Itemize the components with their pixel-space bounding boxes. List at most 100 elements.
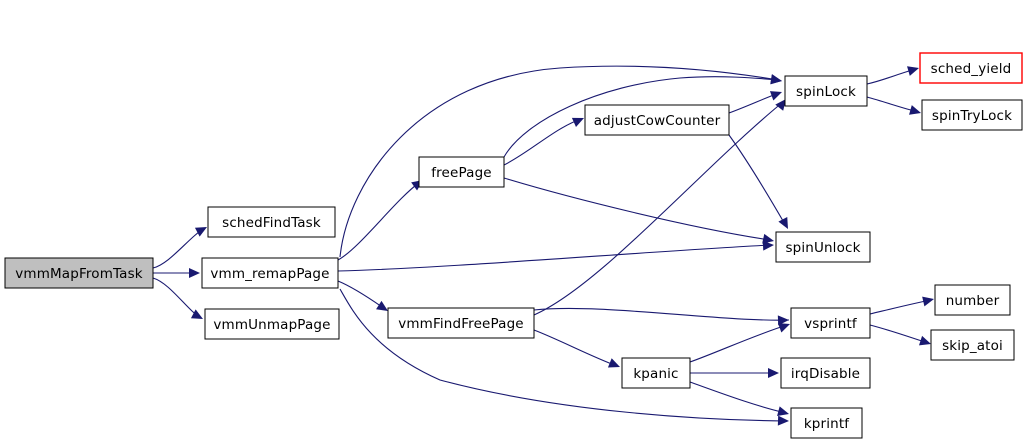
- node-label: irqDisable: [791, 366, 860, 382]
- arrow-head-icon: [769, 91, 782, 101]
- node-label: freePage: [431, 165, 492, 181]
- edge-kpanic-to-kprintf: [689, 381, 789, 416]
- node-kpanic[interactable]: kpanic: [621, 357, 691, 389]
- node-box[interactable]: [584, 104, 730, 136]
- edge-line: [503, 76, 779, 158]
- node-box[interactable]: [780, 357, 871, 389]
- node-label: skip_atoi: [942, 338, 1003, 354]
- node-box[interactable]: [621, 357, 691, 389]
- edge-line: [866, 96, 919, 113]
- node-skip_atoi[interactable]: skip_atoi: [930, 329, 1015, 361]
- edge-line: [152, 277, 202, 319]
- edges-layer: [152, 65, 934, 426]
- node-kprintf[interactable]: kprintf: [790, 407, 863, 439]
- edge-freePage-to-adjustCowCounter: [503, 117, 584, 166]
- node-vsprintf[interactable]: vsprintf: [790, 307, 871, 339]
- edge-line: [503, 118, 582, 166]
- edge-line: [337, 181, 421, 261]
- edge-spinLock-to-spinTryLock: [866, 96, 921, 115]
- node-irqDisable[interactable]: irqDisable: [780, 357, 871, 389]
- edge-vmm_remapPage-to-kprintf: [339, 288, 789, 426]
- edge-line: [533, 101, 784, 316]
- arrow-head-icon: [909, 105, 921, 115]
- node-vmmFindFreePage[interactable]: vmmFindFreePage: [387, 307, 535, 339]
- edge-line: [869, 299, 932, 315]
- node-label: kpanic: [633, 366, 678, 382]
- arrow-head-icon: [190, 309, 203, 319]
- node-box[interactable]: [934, 284, 1011, 316]
- node-box[interactable]: [921, 99, 1023, 131]
- edge-line: [337, 280, 386, 310]
- edge-line: [339, 65, 779, 258]
- arrow-head-icon: [571, 117, 584, 128]
- node-label: schedFindTask: [222, 215, 321, 231]
- edge-line: [869, 324, 929, 344]
- arrow-head-icon: [376, 300, 388, 311]
- node-number[interactable]: number: [934, 284, 1011, 316]
- arrow-head-icon: [607, 358, 620, 368]
- edge-line: [152, 227, 206, 269]
- node-vmm_remapPage[interactable]: vmm_remapPage: [201, 257, 339, 289]
- edge-vmmFindFreePage-to-vsprintf: [533, 307, 790, 326]
- node-box[interactable]: [418, 156, 505, 188]
- node-adjustCowCounter[interactable]: adjustCowCounter: [584, 104, 730, 136]
- node-label: number: [946, 293, 1000, 309]
- node-box[interactable]: [790, 407, 863, 439]
- arrow-head-icon: [777, 323, 790, 333]
- nodes-layer: vmmMapFromTask schedFindTask vmm_remapPage…: [4, 52, 1023, 439]
- node-box[interactable]: [784, 75, 868, 107]
- node-vmmMapFromTask[interactable]: vmmMapFromTask: [4, 257, 154, 289]
- edge-adjustCowCounter-to-spinUnlock: [728, 134, 788, 229]
- edge-vsprintf-to-number: [869, 296, 934, 315]
- node-box[interactable]: [790, 307, 871, 339]
- edge-freePage-to-spinLock: [503, 74, 782, 158]
- node-box[interactable]: [930, 329, 1015, 361]
- arrow-head-icon: [922, 296, 934, 307]
- arrow-head-icon: [762, 233, 774, 244]
- arrow-head-icon: [768, 368, 779, 378]
- arrow-head-icon: [778, 216, 788, 229]
- arrow-head-icon: [770, 74, 782, 85]
- node-spinTryLock[interactable]: spinTryLock: [921, 99, 1023, 131]
- node-box[interactable]: [207, 206, 336, 238]
- arrow-head-icon: [189, 268, 200, 278]
- node-label: kprintf: [804, 416, 850, 432]
- node-label: vmmUnmapPage: [213, 317, 330, 333]
- node-label: spinTryLock: [932, 108, 1012, 124]
- node-sched_yield[interactable]: sched_yield: [919, 52, 1023, 84]
- node-schedFindTask[interactable]: schedFindTask: [207, 206, 336, 238]
- arrow-head-icon: [775, 99, 786, 111]
- arrow-head-icon: [918, 335, 931, 346]
- edge-freePage-to-spinUnlock: [503, 177, 774, 244]
- node-label: spinLock: [796, 84, 856, 100]
- node-spinLock[interactable]: spinLock: [784, 75, 868, 107]
- node-label: vmmFindFreePage: [398, 316, 524, 332]
- node-box[interactable]: [775, 231, 871, 263]
- node-box[interactable]: [204, 308, 340, 340]
- node-label: vmmMapFromTask: [15, 266, 142, 282]
- arrow-head-icon: [777, 415, 789, 426]
- arrow-head-icon: [777, 315, 789, 326]
- node-label: adjustCowCounter: [594, 113, 721, 129]
- edge-line: [503, 177, 771, 241]
- edge-vmm_remapPage-to-spinUnlock: [337, 240, 774, 272]
- node-label: sched_yield: [931, 61, 1012, 77]
- arrow-head-icon: [762, 240, 774, 251]
- node-box[interactable]: [201, 257, 339, 289]
- node-box[interactable]: [387, 307, 535, 339]
- node-box[interactable]: [4, 257, 154, 289]
- node-label: vsprintf: [804, 316, 858, 332]
- node-label: spinUnlock: [785, 240, 860, 256]
- edge-vmmMapFromTask-to-vmmUnmapPage: [152, 277, 203, 319]
- edge-kpanic-to-vsprintf: [689, 323, 790, 363]
- edge-line: [533, 329, 618, 367]
- node-vmmUnmapPage[interactable]: vmmUnmapPage: [204, 308, 340, 340]
- node-spinUnlock[interactable]: spinUnlock: [775, 231, 871, 263]
- edge-line: [533, 307, 790, 321]
- node-freePage[interactable]: freePage: [418, 156, 505, 188]
- edge-vmm_remapPage-to-freePage: [337, 180, 423, 261]
- node-box[interactable]: [919, 52, 1023, 84]
- edge-vmmFindFreePage-to-kpanic: [533, 329, 620, 368]
- edge-kpanic-to-irqDisable: [690, 368, 779, 378]
